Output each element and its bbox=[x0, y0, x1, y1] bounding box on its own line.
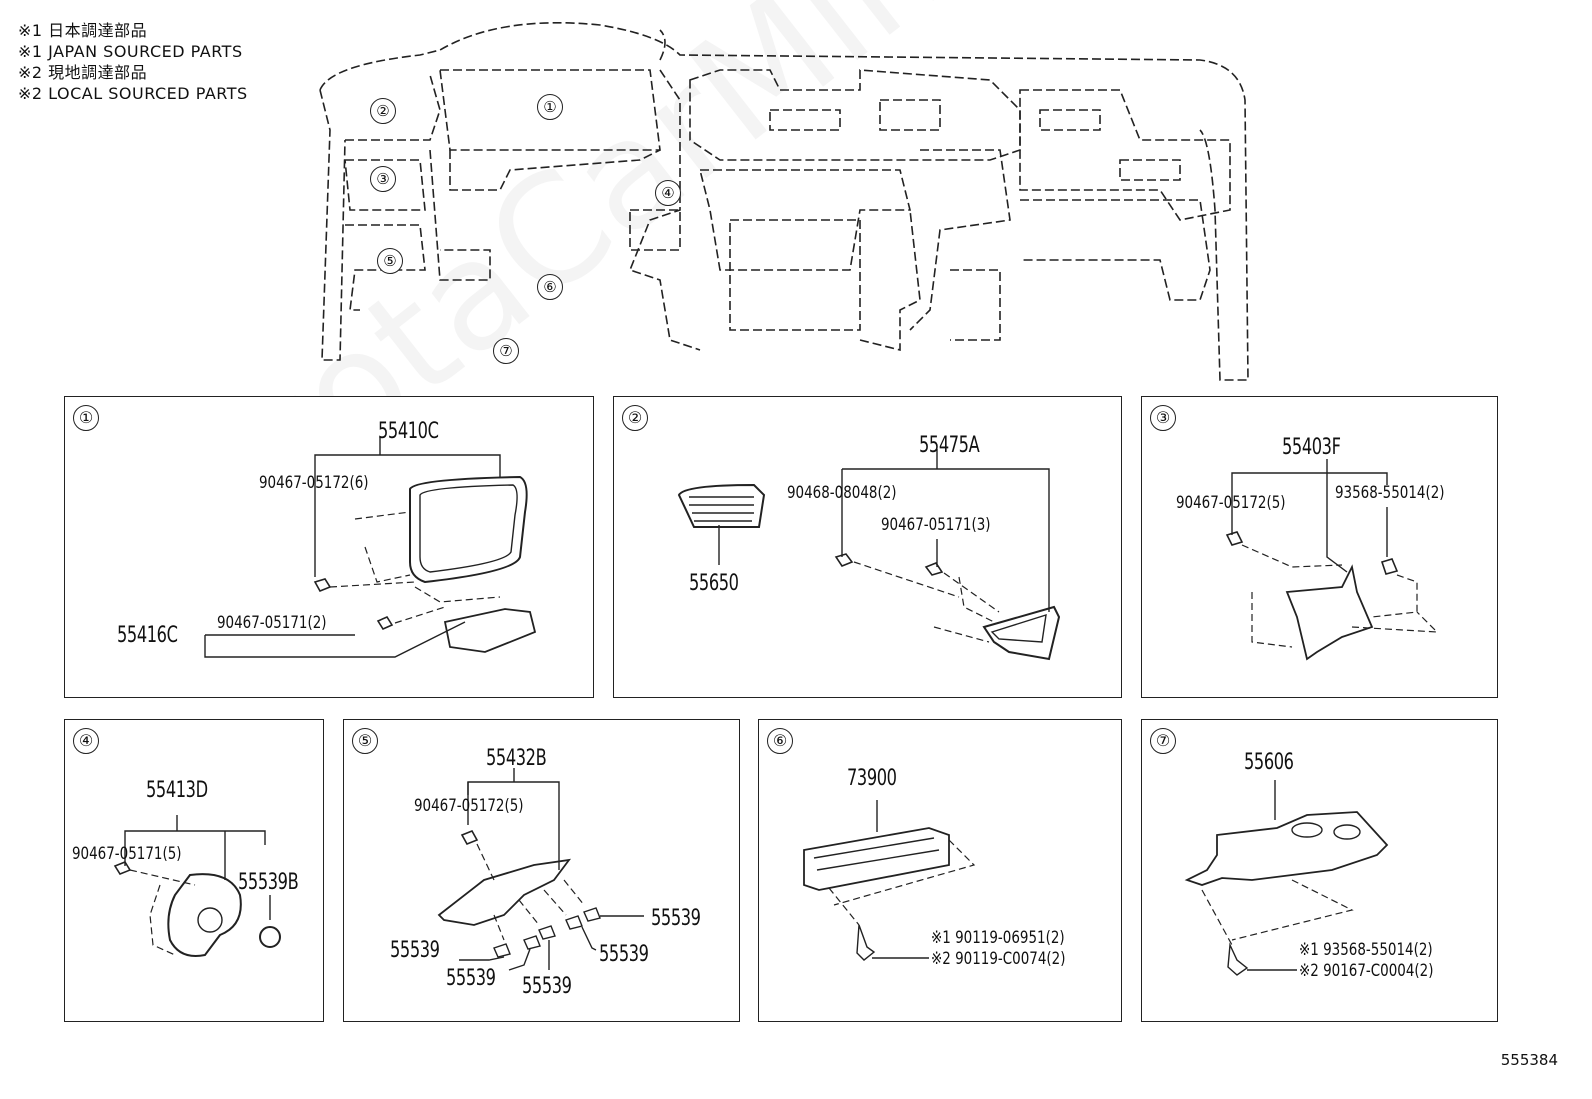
part-label-55539-1[interactable]: 55539 bbox=[651, 906, 701, 931]
panel-6: ⑥ 73900 ※1 90119-06951(2) ※2 90119-C0074… bbox=[758, 719, 1122, 1022]
panel-index: ⑥ bbox=[767, 728, 793, 754]
panel-4: ④ 55413D 90467-05171(5) 55539B bbox=[64, 719, 324, 1022]
part-label-55416C[interactable]: 55416C bbox=[117, 623, 178, 648]
part-label-90467-05171[interactable]: 90467-05171(3) bbox=[881, 515, 991, 535]
part-label-55475A[interactable]: 55475A bbox=[919, 433, 980, 458]
panel-index: ⑦ bbox=[1150, 728, 1176, 754]
overview-callout-4: ④ bbox=[655, 180, 681, 206]
part-label-90119-06951[interactable]: ※1 90119-06951(2) bbox=[931, 928, 1065, 948]
panel-index: ③ bbox=[1150, 405, 1176, 431]
part-label-90468-08048[interactable]: 90468-08048(2) bbox=[787, 483, 897, 503]
panel-1-drawing bbox=[204, 437, 537, 658]
panel-3-drawing bbox=[1225, 459, 1439, 661]
part-label-55650[interactable]: 55650 bbox=[689, 571, 739, 596]
panel-index: ⑤ bbox=[352, 728, 378, 754]
part-label-90467-05172[interactable]: 90467-05172(5) bbox=[414, 796, 524, 816]
panel-5-drawing bbox=[437, 768, 644, 971]
part-label-55410C[interactable]: 55410C bbox=[378, 419, 439, 444]
panel-1: ① 55410C 90467-05172(6) 90467-05171(2) 5… bbox=[64, 396, 594, 698]
part-label-55403F[interactable]: 55403F bbox=[1282, 435, 1341, 460]
panel-index: ① bbox=[73, 405, 99, 431]
part-label-55539-2[interactable]: 55539 bbox=[390, 938, 440, 963]
part-label-55413D[interactable]: 55413D bbox=[146, 778, 208, 803]
overview-callout-5: ⑤ bbox=[377, 248, 403, 274]
panel-3: ③ 55403F 90467-05172(5) 93568-55014(2) bbox=[1141, 396, 1498, 698]
part-label-90467-05171[interactable]: 90467-05171(2) bbox=[217, 613, 327, 633]
part-label-55539-5[interactable]: 55539 bbox=[522, 974, 572, 999]
part-label-90467-05171[interactable]: 90467-05171(5) bbox=[72, 844, 182, 864]
panel-6-drawing bbox=[803, 800, 976, 961]
part-label-90167-C0004[interactable]: ※2 90167-C0004(2) bbox=[1299, 961, 1434, 981]
panel-2: ② 55475A 90468-08048(2) 90467-05171(3) 5… bbox=[613, 396, 1122, 698]
dashboard-overview: ① ② ③ ④ ⑤ ⑥ ⑦ bbox=[300, 10, 1260, 385]
panel-4-drawing bbox=[113, 815, 281, 957]
panel-index: ② bbox=[622, 405, 648, 431]
panel-7-drawing bbox=[1184, 780, 1389, 976]
part-label-93568-55014[interactable]: 93568-55014(2) bbox=[1335, 483, 1445, 503]
panel-5: ⑤ 55432B 90467-05172(5) 5553 bbox=[343, 719, 740, 1022]
part-label-90119-C0074[interactable]: ※2 90119-C0074(2) bbox=[931, 949, 1066, 969]
legend: ※1 日本調達部品 ※1 JAPAN SOURCED PARTS ※2 現地調達… bbox=[18, 20, 248, 104]
part-label-55432B[interactable]: 55432B bbox=[486, 746, 547, 771]
part-label-55539-4[interactable]: 55539 bbox=[446, 966, 496, 991]
part-label-55539-3[interactable]: 55539 bbox=[599, 942, 649, 967]
overview-callout-1: ① bbox=[537, 94, 563, 120]
legend-line-4: ※2 LOCAL SOURCED PARTS bbox=[18, 84, 248, 103]
panel-2-drawing bbox=[677, 449, 1061, 661]
part-label-55606[interactable]: 55606 bbox=[1244, 750, 1294, 775]
legend-line-2: ※1 JAPAN SOURCED PARTS bbox=[18, 42, 243, 61]
dashboard-outline-drawing bbox=[319, 21, 1249, 381]
part-label-90467-05172[interactable]: 90467-05172(6) bbox=[259, 473, 369, 493]
legend-line-1: ※1 日本調達部品 bbox=[18, 21, 148, 40]
overview-callout-6: ⑥ bbox=[537, 274, 563, 300]
part-label-73900[interactable]: 73900 bbox=[847, 766, 897, 791]
overview-callout-7: ⑦ bbox=[493, 338, 519, 364]
part-label-55539B[interactable]: 55539B bbox=[238, 870, 299, 895]
part-label-90467-05172[interactable]: 90467-05172(5) bbox=[1176, 493, 1286, 513]
diagram-code: 555384 bbox=[1500, 1051, 1558, 1069]
part-label-93568-55014[interactable]: ※1 93568-55014(2) bbox=[1299, 940, 1433, 960]
panel-7: ⑦ 55606 ※1 93568-55014(2) ※2 90167-C0004… bbox=[1141, 719, 1498, 1022]
legend-line-3: ※2 現地調達部品 bbox=[18, 63, 148, 82]
overview-callout-3: ③ bbox=[370, 166, 396, 192]
overview-callout-2: ② bbox=[370, 98, 396, 124]
panel-index: ④ bbox=[73, 728, 99, 754]
